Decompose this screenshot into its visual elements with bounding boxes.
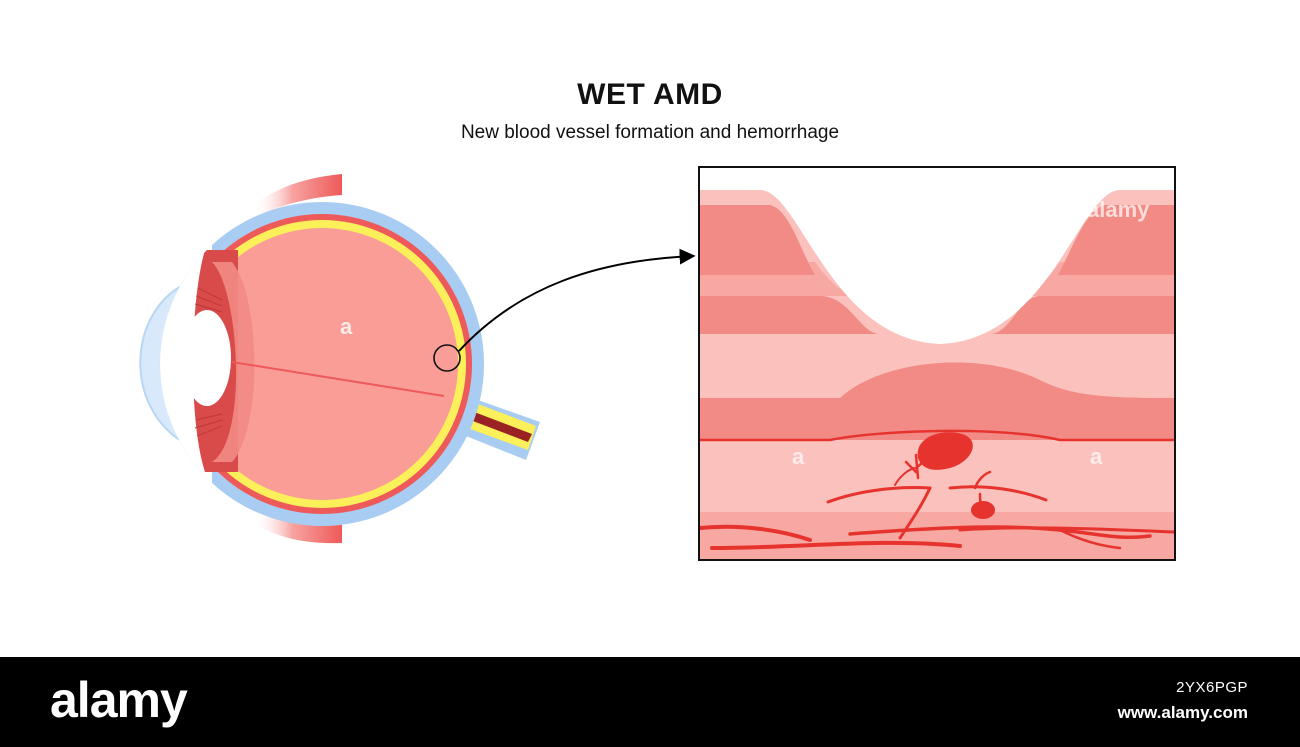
bruchs-membrane: [699, 429, 1175, 442]
retina-layer-4: [699, 296, 880, 334]
zoom-arrow: [458, 248, 696, 352]
wet-amd-diagram: a: [139, 166, 1176, 561]
watermark-glyph-2: a: [792, 444, 805, 469]
retina-layer-1: [699, 190, 795, 205]
eye-cross-section: a: [139, 174, 540, 544]
page-subtitle: New blood vessel formation and hemorrhag…: [460, 122, 840, 143]
photoreceptor-layer: [699, 334, 1175, 398]
magnified-view-frame: [698, 166, 1176, 561]
magnified-retina-view: alamy a a: [699, 167, 1175, 560]
choroidal-vessels: [699, 524, 1175, 550]
retina-layer-2: [699, 205, 815, 275]
rpe-layer: [699, 362, 1175, 440]
page-title: WET AMD: [577, 78, 723, 111]
vitreous-body: [186, 228, 458, 500]
lens: [183, 310, 231, 406]
hemorrhage-small: [971, 501, 995, 519]
site-url[interactable]: www.alamy.com: [1117, 703, 1248, 722]
footer-bar: alamy 2YX6PGP www.alamy.com: [0, 657, 1300, 747]
vitreous-region: [699, 167, 1175, 344]
brand-logo: alamy: [50, 672, 188, 728]
watermark-text: alamy: [1087, 197, 1150, 222]
upper-eye-muscle: [252, 174, 342, 214]
visual-axis: [231, 361, 445, 397]
hemorrhage: [917, 432, 973, 470]
watermark-glyph-3: a: [1090, 444, 1103, 469]
ciliary-body: [212, 262, 255, 462]
magnification-circle: [433, 344, 461, 372]
image-id: 2YX6PGP: [1176, 679, 1248, 696]
watermark-glyph: a: [340, 314, 353, 339]
